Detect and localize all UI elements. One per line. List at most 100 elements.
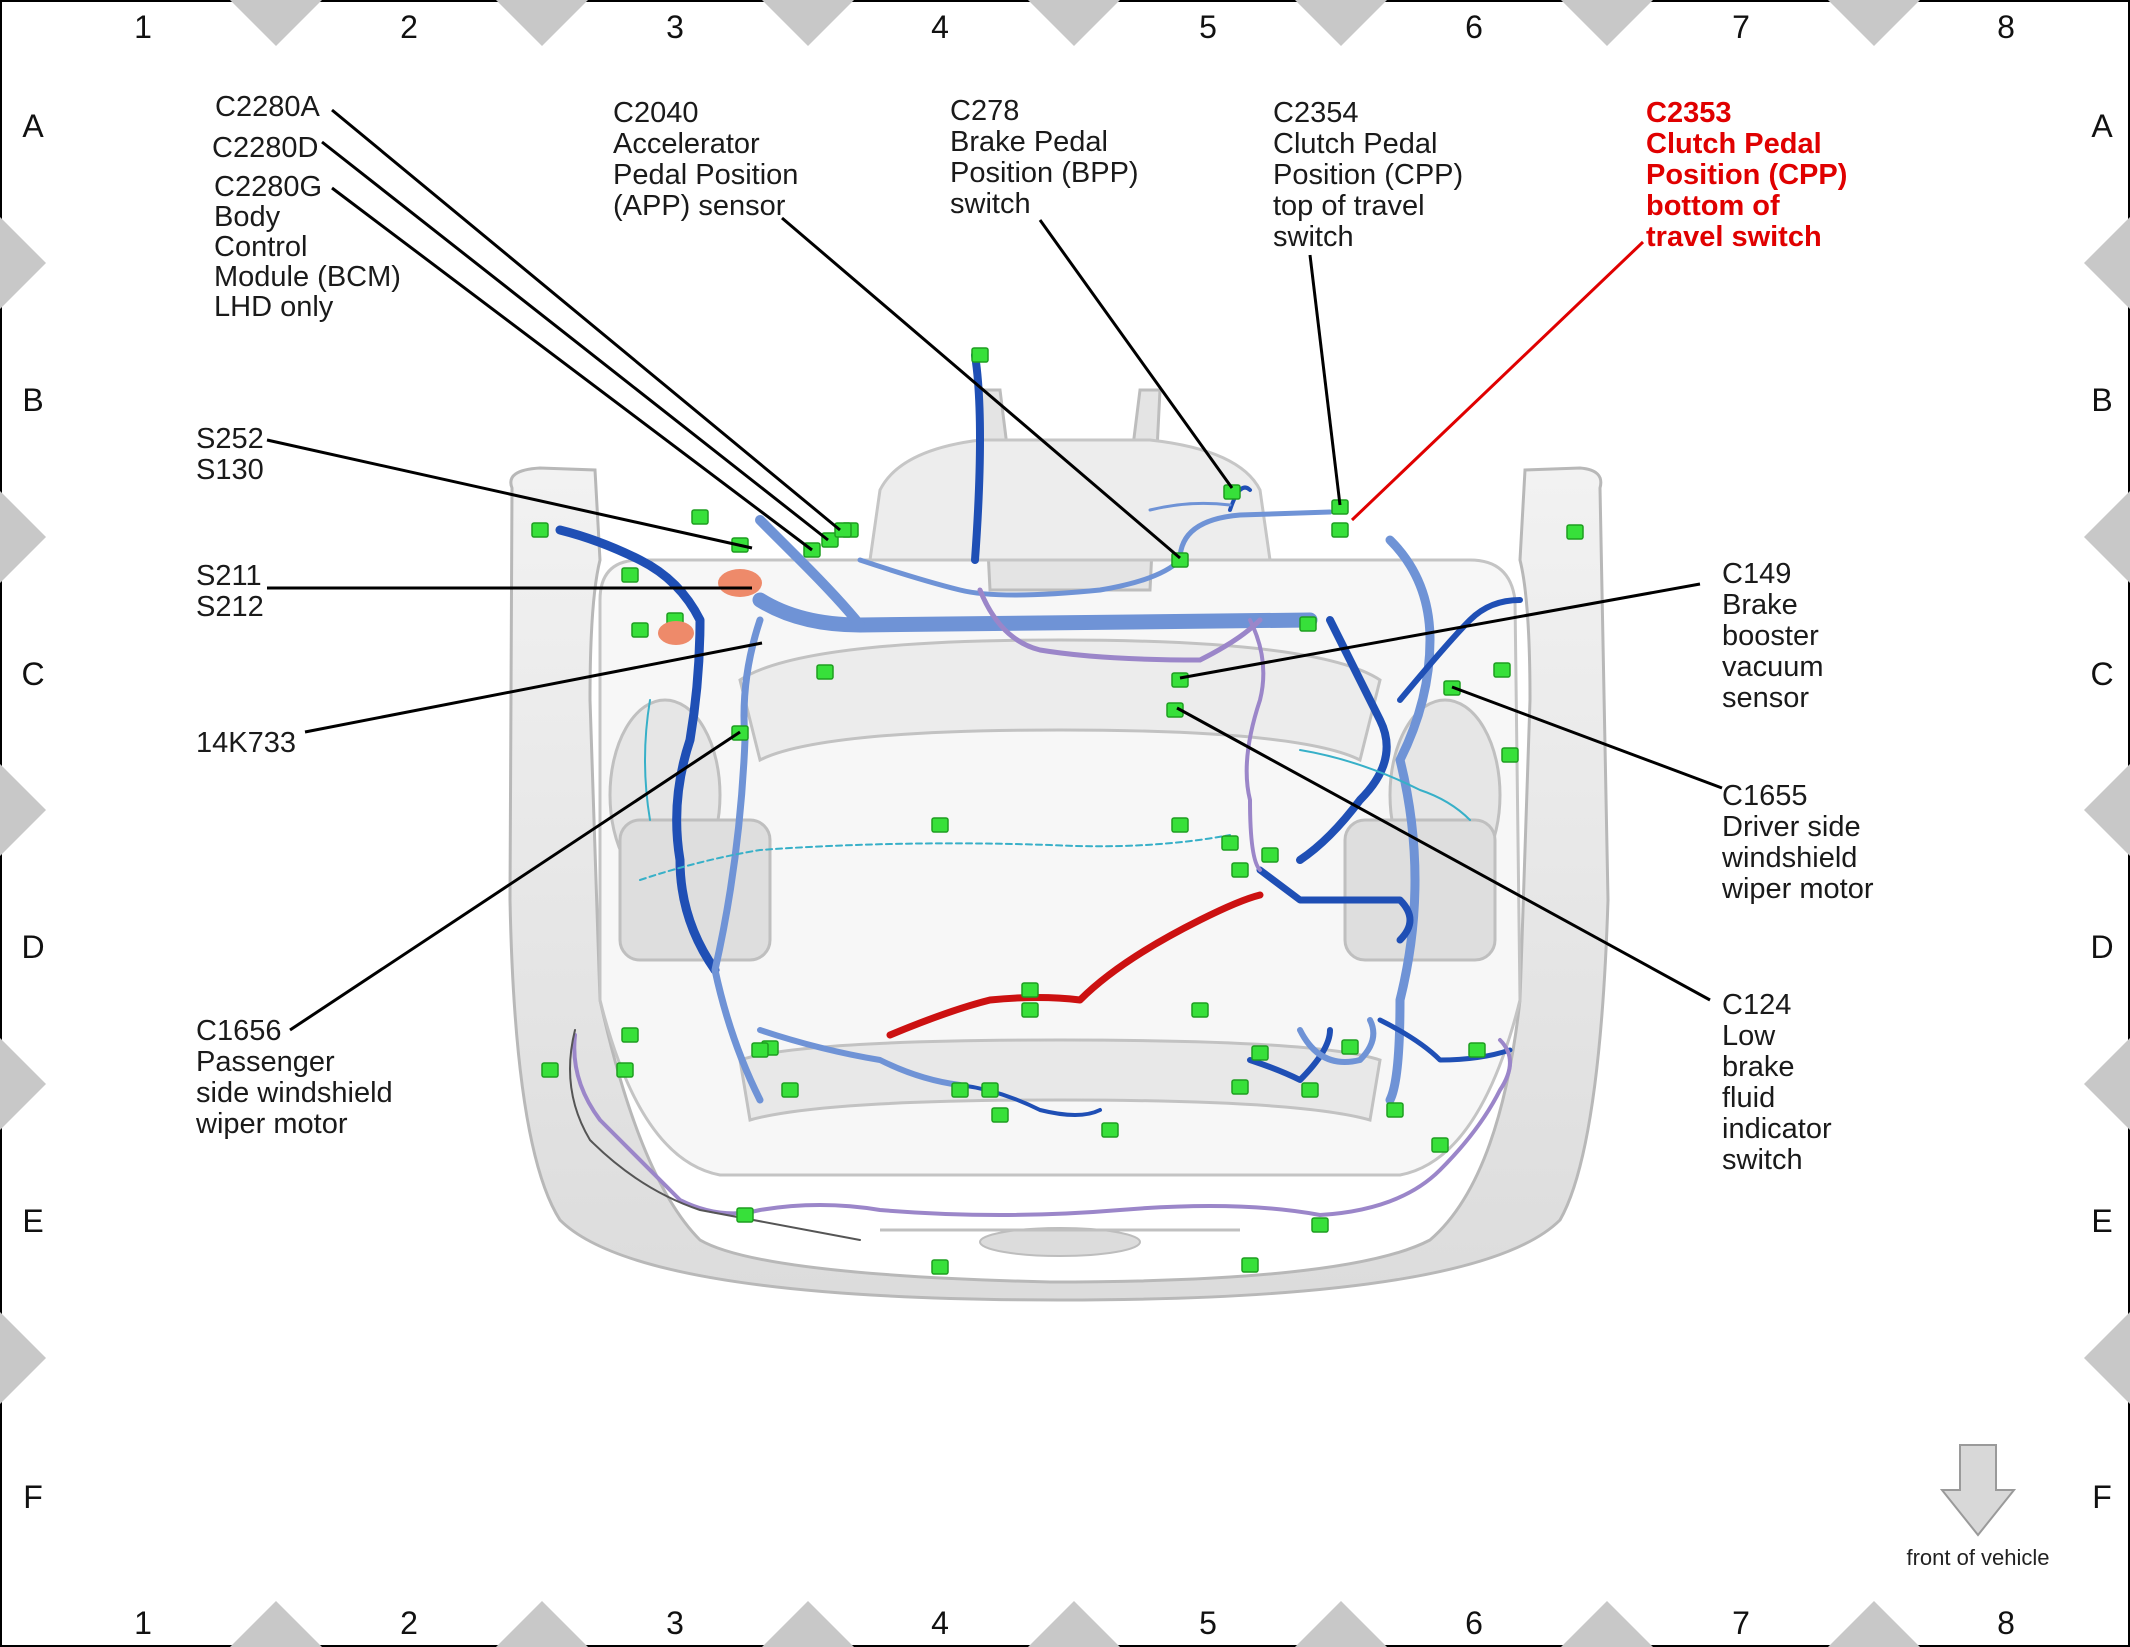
callout-line: C124 <box>1722 989 1791 1021</box>
svg-text:C1655 Driver side: C1655 Driver side windshield wiper motor <box>1721 780 1874 905</box>
callout-c2040: C2040 Accelerator Pedal Position (APP) s… <box>613 97 806 222</box>
grid-border-diamond <box>762 1601 854 1647</box>
callout-line: wiper motor <box>1721 873 1874 905</box>
grid-row-label-left: B <box>22 382 43 418</box>
callout-line: C2280D <box>212 132 318 164</box>
grid-row-label-left: E <box>22 1203 43 1239</box>
svg-text:C124 Low brake: C124 Low brake fluid indicator switch <box>1722 989 1840 1176</box>
callout-line: brake <box>1722 1051 1795 1083</box>
callout-line: top of travel <box>1273 190 1425 222</box>
connector-marker <box>751 1042 769 1058</box>
grid-border-diamond <box>1295 1601 1387 1647</box>
svg-text:C2280G Body Contro: C2280G Body Control Module (BCM) LHD onl… <box>214 171 409 323</box>
connector-marker <box>1261 847 1279 863</box>
connector-marker <box>1171 672 1189 688</box>
callout-line: C278 <box>950 95 1019 127</box>
grid-row-label-left: A <box>22 108 44 144</box>
callout-line: C2280G <box>214 171 322 203</box>
callout-c1655: C1655 Driver side windshield wiper motor <box>1721 780 1874 905</box>
grid-column-label-top: 1 <box>134 9 152 45</box>
callout-line: Control <box>214 231 308 263</box>
connector-marker <box>1021 982 1039 998</box>
callout-c2353: C2353 Clutch Pedal Position (CPP) bottom… <box>1646 97 1855 253</box>
callout-c149: C149 Brake booster vacuum sensor <box>1722 558 1832 714</box>
svg-text:C1656 Passenger si: C1656 Passenger side windshield wiper mo… <box>195 1015 401 1140</box>
callout-line: 14K733 <box>196 727 296 759</box>
callout-line: sensor <box>1722 682 1809 714</box>
callout-s211: S211 S212 <box>196 560 270 623</box>
grid-border-diamond <box>1561 0 1653 46</box>
svg-text:S211 S212: S211 S212 <box>196 560 270 623</box>
callout-line: bottom of <box>1646 190 1780 222</box>
callout-line: Low <box>1722 1020 1776 1052</box>
callout-line: Driver side <box>1722 811 1861 843</box>
svg-text:C2040 Accelerator: C2040 Accelerator Pedal Position (APP) s… <box>613 97 806 222</box>
callout-line: wiper motor <box>195 1108 348 1140</box>
connector-marker <box>781 1082 799 1098</box>
grid-column-label-top: 4 <box>931 9 949 45</box>
connector-marker <box>1566 524 1584 540</box>
grid-border-diamond <box>2084 1038 2130 1130</box>
connector-marker <box>834 522 852 538</box>
callout-line: C2353 <box>1646 97 1731 129</box>
callout-line: S211 <box>196 560 262 592</box>
connector-marker <box>971 347 989 363</box>
connector-marker <box>931 1259 949 1275</box>
connector-marker <box>1301 1082 1319 1098</box>
connector-marker <box>736 1207 754 1223</box>
connector-marker <box>1231 1079 1249 1095</box>
callout-line: Accelerator <box>613 128 760 160</box>
connector-marker <box>1299 616 1317 632</box>
callout-line: C1656 <box>196 1015 281 1047</box>
callout-c2280a: C2280A <box>215 91 320 123</box>
svg-text:C278 Brake Pedal P: C278 Brake Pedal Position (BPP) switch <box>950 95 1147 220</box>
callout-line: Passenger <box>196 1046 335 1078</box>
connector-marker <box>621 1027 639 1043</box>
connector-marker <box>1311 1217 1329 1233</box>
svg-text:14K733: 14K733 <box>196 727 296 759</box>
connector-marker <box>1468 1042 1486 1058</box>
callout-line: S130 <box>196 454 264 486</box>
svg-text:C2353 Clutch Pedal: C2353 Clutch Pedal Position (CPP) bottom… <box>1646 97 1855 253</box>
grid-column-label-bottom: 3 <box>666 1605 684 1641</box>
grid-column-label-top: 3 <box>666 9 684 45</box>
grid-border-diamond <box>1028 0 1120 46</box>
callout-line: travel switch <box>1646 221 1822 253</box>
connector-marker <box>541 1062 559 1078</box>
grid-column-label-bottom: 8 <box>1997 1605 2015 1641</box>
harness-front-trunk <box>755 515 865 630</box>
callout-c1656: C1656 Passenger side windshield wiper mo… <box>195 1015 401 1140</box>
connector-marker <box>616 1062 634 1078</box>
svg-text:C149 Brake booster: C149 Brake booster vacuum sensor <box>1722 558 1832 714</box>
callout-line: indicator <box>1722 1113 1832 1145</box>
connector-marker <box>821 532 839 548</box>
callout-line: Clutch Pedal <box>1273 128 1437 160</box>
grid-column-label-top: 8 <box>1997 9 2015 45</box>
connector-marker <box>1021 1002 1039 1018</box>
wiring-harness <box>555 351 1523 1241</box>
grid-row-label-right: F <box>2092 1479 2112 1515</box>
grid-column-label-bottom: 2 <box>400 1605 418 1641</box>
connectors <box>531 347 1584 1275</box>
callout-line: LHD only <box>214 291 334 323</box>
grid-border-diamond <box>2084 1312 2130 1404</box>
callout-14k733: 14K733 <box>196 727 296 759</box>
callout-line: Brake <box>1722 589 1798 621</box>
down-arrow-icon <box>1939 1444 2017 1537</box>
callout-line: C149 <box>1722 558 1791 590</box>
grid-border-diamond <box>496 1601 588 1647</box>
grid-border-diamond <box>1295 0 1387 46</box>
callout-line: Position (BPP) <box>950 157 1139 189</box>
connector-marker <box>1493 662 1511 678</box>
callout-line: Body <box>214 201 281 233</box>
grid-border-diamond <box>2084 764 2130 856</box>
grid-border-diamond <box>0 1038 46 1130</box>
connector-marker <box>1241 1257 1259 1273</box>
svg-text:C2280D: C2280D <box>212 132 318 164</box>
callout-line: C2354 <box>1273 97 1358 129</box>
grid-border-diamond <box>1828 0 1920 46</box>
splice-markers <box>658 569 762 645</box>
connector-marker <box>951 1082 969 1098</box>
